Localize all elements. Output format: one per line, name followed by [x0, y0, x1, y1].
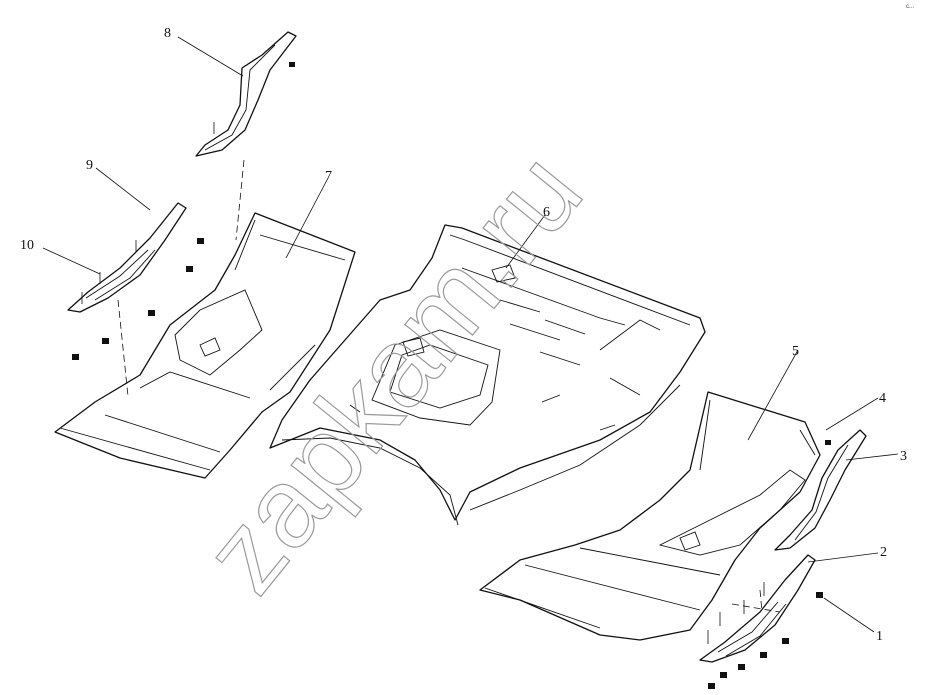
right-pillar-trim-part [774, 429, 867, 551]
right-sill-plate-part [699, 554, 816, 663]
callout-2: 2 [880, 545, 887, 560]
callout-4: 4 [879, 391, 886, 406]
callout-7: 7 [325, 169, 332, 184]
assembly-dashed-lines [117, 159, 781, 613]
right-floor-panel [479, 391, 821, 641]
fastener-clips [72, 62, 831, 689]
callout-1: 1 [876, 629, 883, 644]
callout-3: 3 [900, 449, 907, 464]
callout-10: 10 [20, 238, 34, 253]
left-pillar-trim-part [195, 31, 297, 157]
callout-labels: 1 2 3 4 5 6 7 8 9 10 [20, 26, 907, 644]
callout-5: 5 [792, 344, 799, 359]
left-floor-panel [54, 212, 356, 479]
corner-mark: c... [906, 4, 914, 10]
callout-6: 6 [543, 205, 550, 220]
leader-lines [42, 36, 899, 633]
callout-9: 9 [86, 158, 93, 173]
callout-8: 8 [164, 26, 171, 41]
center-floor-panel [269, 224, 706, 526]
left-sill-plate-part [67, 202, 187, 313]
